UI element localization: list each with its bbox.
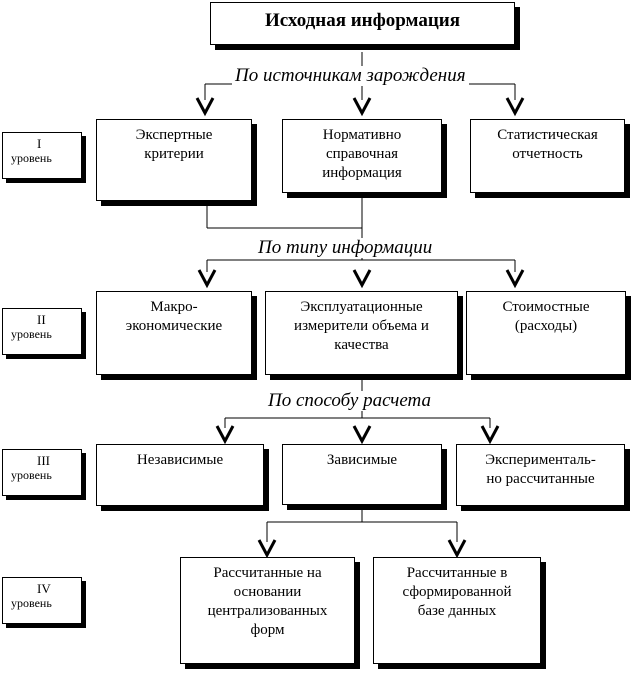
level-number: II xyxy=(37,312,46,327)
root-node: Исходная информация xyxy=(210,2,515,45)
level-label-3: III уровень xyxy=(2,449,82,496)
node-dependent: Зависимые xyxy=(282,444,442,505)
node-macroeconomic: Макро- экономические xyxy=(96,291,252,375)
node-independent: Независимые xyxy=(96,444,264,506)
arrow-4a xyxy=(257,539,277,559)
level-label-1: I уровень xyxy=(2,132,82,179)
category-by-type: По типу информации xyxy=(255,238,436,258)
category-by-calc: По способу расчета xyxy=(265,391,434,411)
level-number: III xyxy=(37,453,50,468)
arrow-1a xyxy=(195,97,215,117)
level-number: I xyxy=(37,136,42,151)
arrow-3a xyxy=(215,425,235,445)
arrow-3c xyxy=(480,425,500,445)
arrow-2a xyxy=(197,269,217,289)
node-normative-reference: Нормативно справочная информация xyxy=(282,119,442,193)
arrow-2c xyxy=(505,269,525,289)
node-statistical-reporting: Статистическая отчетность xyxy=(470,119,625,193)
arrow-3b xyxy=(352,425,372,445)
level-word: уровень xyxy=(11,596,52,610)
node-operational-measures: Эксплуатационные измерители объема и кач… xyxy=(265,291,458,375)
arrow-1b xyxy=(352,97,372,117)
arrow-2b xyxy=(352,269,372,289)
level-number: IV xyxy=(37,581,51,596)
level-label-2: II уровень xyxy=(2,308,82,355)
node-experimental: Эксперименталь- но рассчитанные xyxy=(456,444,625,506)
arrow-4b xyxy=(447,539,467,559)
node-expert-criteria: Экспертные критерии xyxy=(96,119,252,201)
level-label-4: IV уровень xyxy=(2,577,82,624)
node-cost: Стоимостные (расходы) xyxy=(466,291,626,375)
category-by-origin: По источникам зарождения xyxy=(232,66,469,86)
level-word: уровень xyxy=(11,327,52,341)
node-database: Рассчитанные в сформированной базе данны… xyxy=(373,557,541,664)
node-centralized-forms: Рассчитанные на основании централизованн… xyxy=(180,557,355,664)
level-word: уровень xyxy=(11,151,52,165)
arrow-1c xyxy=(505,97,525,117)
level-word: уровень xyxy=(11,468,52,482)
